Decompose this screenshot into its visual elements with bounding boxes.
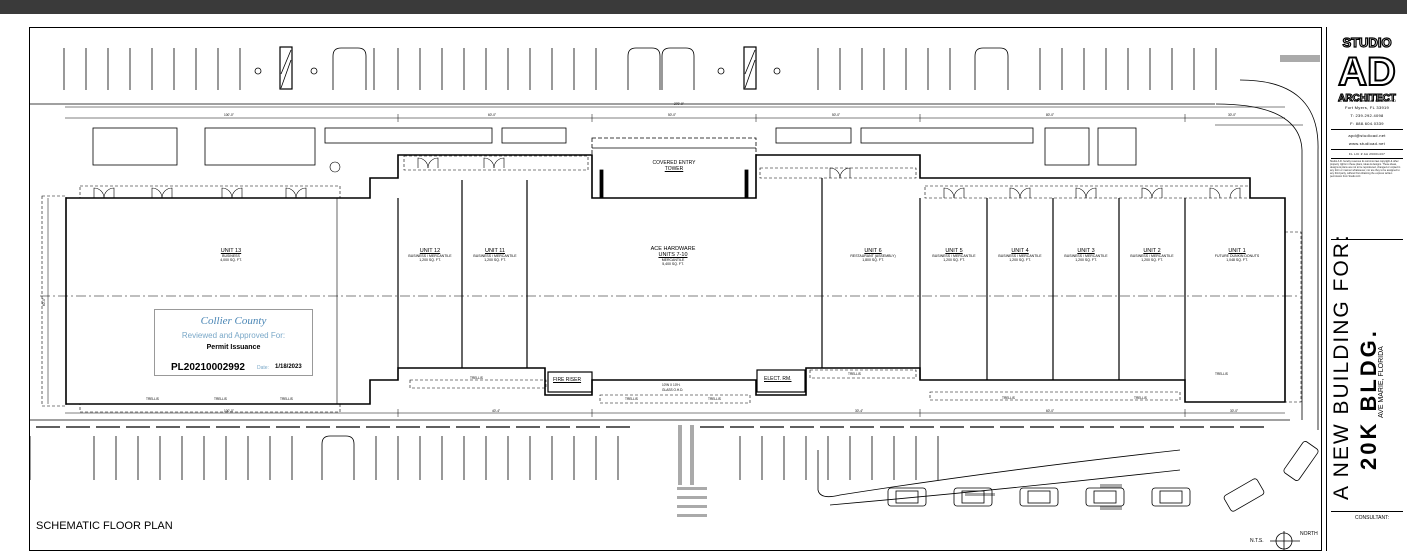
copyright-disclaimer: Studio A.D. hereby reserves its common l… xyxy=(1330,160,1401,178)
trellis-label: TRELLIS xyxy=(708,397,721,401)
trellis-label: TRELLIS xyxy=(1002,396,1015,400)
dimension: 50'-0" xyxy=(668,113,677,117)
north-arrow-icon xyxy=(1270,531,1300,551)
demising-walls xyxy=(336,178,1186,404)
approval-date: 1/18/2023 xyxy=(275,364,302,370)
dimension: 100'-0" xyxy=(224,409,234,413)
dimension: 80'-0" xyxy=(1046,113,1055,117)
lower-stalls xyxy=(29,435,1181,506)
permit-number: PL20210002992 xyxy=(171,362,245,373)
firm-name-1: STUDIO xyxy=(1342,35,1391,50)
permit-purpose: Permit Issuance xyxy=(206,344,261,351)
scale-note: N.T.S. xyxy=(1250,538,1264,544)
dimension: 30'-4" xyxy=(855,409,864,413)
dimension: 50'-0" xyxy=(832,113,841,117)
overall-dimension: 270'-0" xyxy=(674,102,684,106)
elect-room xyxy=(756,369,806,393)
address-1: 8202 Presidential Ct Suite D xyxy=(1337,98,1397,103)
fire-riser-room xyxy=(547,371,593,393)
top-parking xyxy=(30,46,1319,430)
dimension: 60'-0" xyxy=(42,297,47,307)
parked-cars xyxy=(887,441,1319,512)
entry-tower xyxy=(591,137,757,199)
trellis-label: TRELLIS xyxy=(848,372,861,376)
covered-entry-label: COVERED ENTRY TOWER xyxy=(652,160,696,172)
dimension: 30'-0" xyxy=(1230,409,1239,413)
dimension: 100'-0" xyxy=(224,113,234,117)
north-label: NORTH xyxy=(1300,531,1318,537)
fax: F: 888.604.0339 xyxy=(1350,121,1384,126)
bottom-parking xyxy=(30,419,1290,428)
trellis-label: TRELLIS xyxy=(280,397,293,401)
reviewed-text: Reviewed and Approved For: xyxy=(181,331,286,340)
sheet-title: SCHEMATIC FLOOR PLAN xyxy=(36,520,173,532)
address-2: Fort Myers, FL 33919 xyxy=(1344,105,1390,110)
firm-logo: STUDIO AD ARCHITECT xyxy=(1337,34,1397,104)
doors xyxy=(93,157,1241,199)
top-bar xyxy=(0,0,1407,14)
trellis-label: TRELLIS xyxy=(1134,396,1147,400)
elect-room-label: ELECT. RM. xyxy=(764,376,792,382)
top-dimensions xyxy=(65,106,1285,122)
title-block: STUDIO AD ARCHITECT 8202 Presidential Ct… xyxy=(1326,27,1406,551)
overhead-door-note-2: GLASS O.H.D. xyxy=(662,388,684,392)
fire-riser-label: FIRE RISER xyxy=(553,377,582,383)
overhead-door-note: 10'W X 10'H. xyxy=(662,383,681,387)
trellis-label: TRELLIS xyxy=(1215,372,1228,376)
approval-stamp: Collier County Reviewed and Approved For… xyxy=(154,309,313,376)
storefront-canopies xyxy=(79,155,1251,413)
dimension: 30'-0" xyxy=(1228,113,1237,117)
consultant-label: CONSULTANT: xyxy=(1355,515,1389,521)
county-logo: Collier County xyxy=(200,315,267,327)
dimension: 60'-0" xyxy=(488,113,497,117)
website: www.studioad.net xyxy=(1348,141,1386,146)
dimension: 40'-4" xyxy=(492,409,501,413)
project-location: AVE MARIE, FLORIDA xyxy=(1378,346,1385,418)
firm-name-3: ARCHITECT xyxy=(1338,93,1396,104)
date-label: Date: xyxy=(257,365,269,371)
trellis-label: TRELLIS xyxy=(625,397,638,401)
planters xyxy=(92,127,1137,166)
crosswalk xyxy=(677,55,1320,517)
license: FL LIC # AA 26001437 xyxy=(1348,152,1386,156)
drawing-frame xyxy=(29,27,1322,551)
trellis-label: TRELLIS xyxy=(470,376,483,380)
dimension: 60'-0" xyxy=(1046,409,1055,413)
phone: T: 239.292.4098 xyxy=(1350,113,1384,118)
firm-name-2: AD xyxy=(1338,50,1396,94)
trellis-label: TRELLIS xyxy=(146,397,159,401)
project-heading: A NEW BUILDING FOR: xyxy=(1330,233,1353,500)
trellis-label: TRELLIS xyxy=(214,397,227,401)
email: apd@studioad.net xyxy=(1348,133,1386,138)
